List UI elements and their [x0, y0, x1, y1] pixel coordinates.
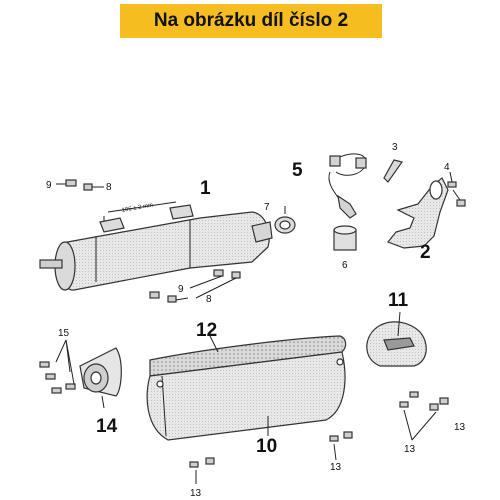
callout-6: 6 [342, 260, 348, 271]
lambda-sensor [328, 153, 367, 219]
screws-part-15 [39, 339, 76, 394]
banner-title: Na obrázku díl číslo 2 [153, 10, 349, 31]
screws-part-13 [189, 391, 449, 484]
bolt-set-bottom [149, 269, 241, 303]
exhaust-clamp [274, 206, 296, 234]
callout-2: 2 [420, 242, 431, 263]
callout-9-top: 9 [46, 180, 52, 191]
callout-1: 1 [200, 178, 211, 199]
heat-shield [146, 335, 347, 441]
callout-15: 15 [58, 328, 70, 339]
callout-3: 3 [392, 142, 398, 153]
callout-8-bottom: 8 [206, 294, 212, 305]
callout-14: 14 [96, 416, 118, 437]
rear-cover-part-14 [79, 347, 122, 409]
callout-8-top: 8 [106, 182, 112, 193]
muffler-bracket-part-2 [387, 177, 449, 249]
exhaust-sleeve [333, 225, 357, 251]
callout-13-a: 13 [190, 488, 202, 499]
bolt-set-top [56, 179, 104, 191]
title-banner: Na obrázku díl číslo 2 [120, 4, 382, 38]
exhaust-gasket [383, 159, 403, 183]
dimension-label: 106 ± 2 mm [121, 203, 153, 214]
callout-5: 5 [292, 160, 303, 181]
muffler-body [39, 201, 273, 291]
callout-4: 4 [444, 162, 450, 173]
bolt-part-4 [447, 171, 466, 207]
callout-10: 10 [256, 436, 277, 457]
callout-12: 12 [196, 320, 217, 341]
callout-13-d: 13 [454, 422, 466, 433]
callout-9-bottom: 9 [178, 284, 184, 295]
muffler-end-cap [366, 311, 427, 367]
callout-11: 11 [388, 290, 409, 311]
callout-13-c: 13 [404, 444, 416, 455]
callout-7: 7 [264, 202, 270, 213]
callout-13-b: 13 [330, 462, 342, 473]
